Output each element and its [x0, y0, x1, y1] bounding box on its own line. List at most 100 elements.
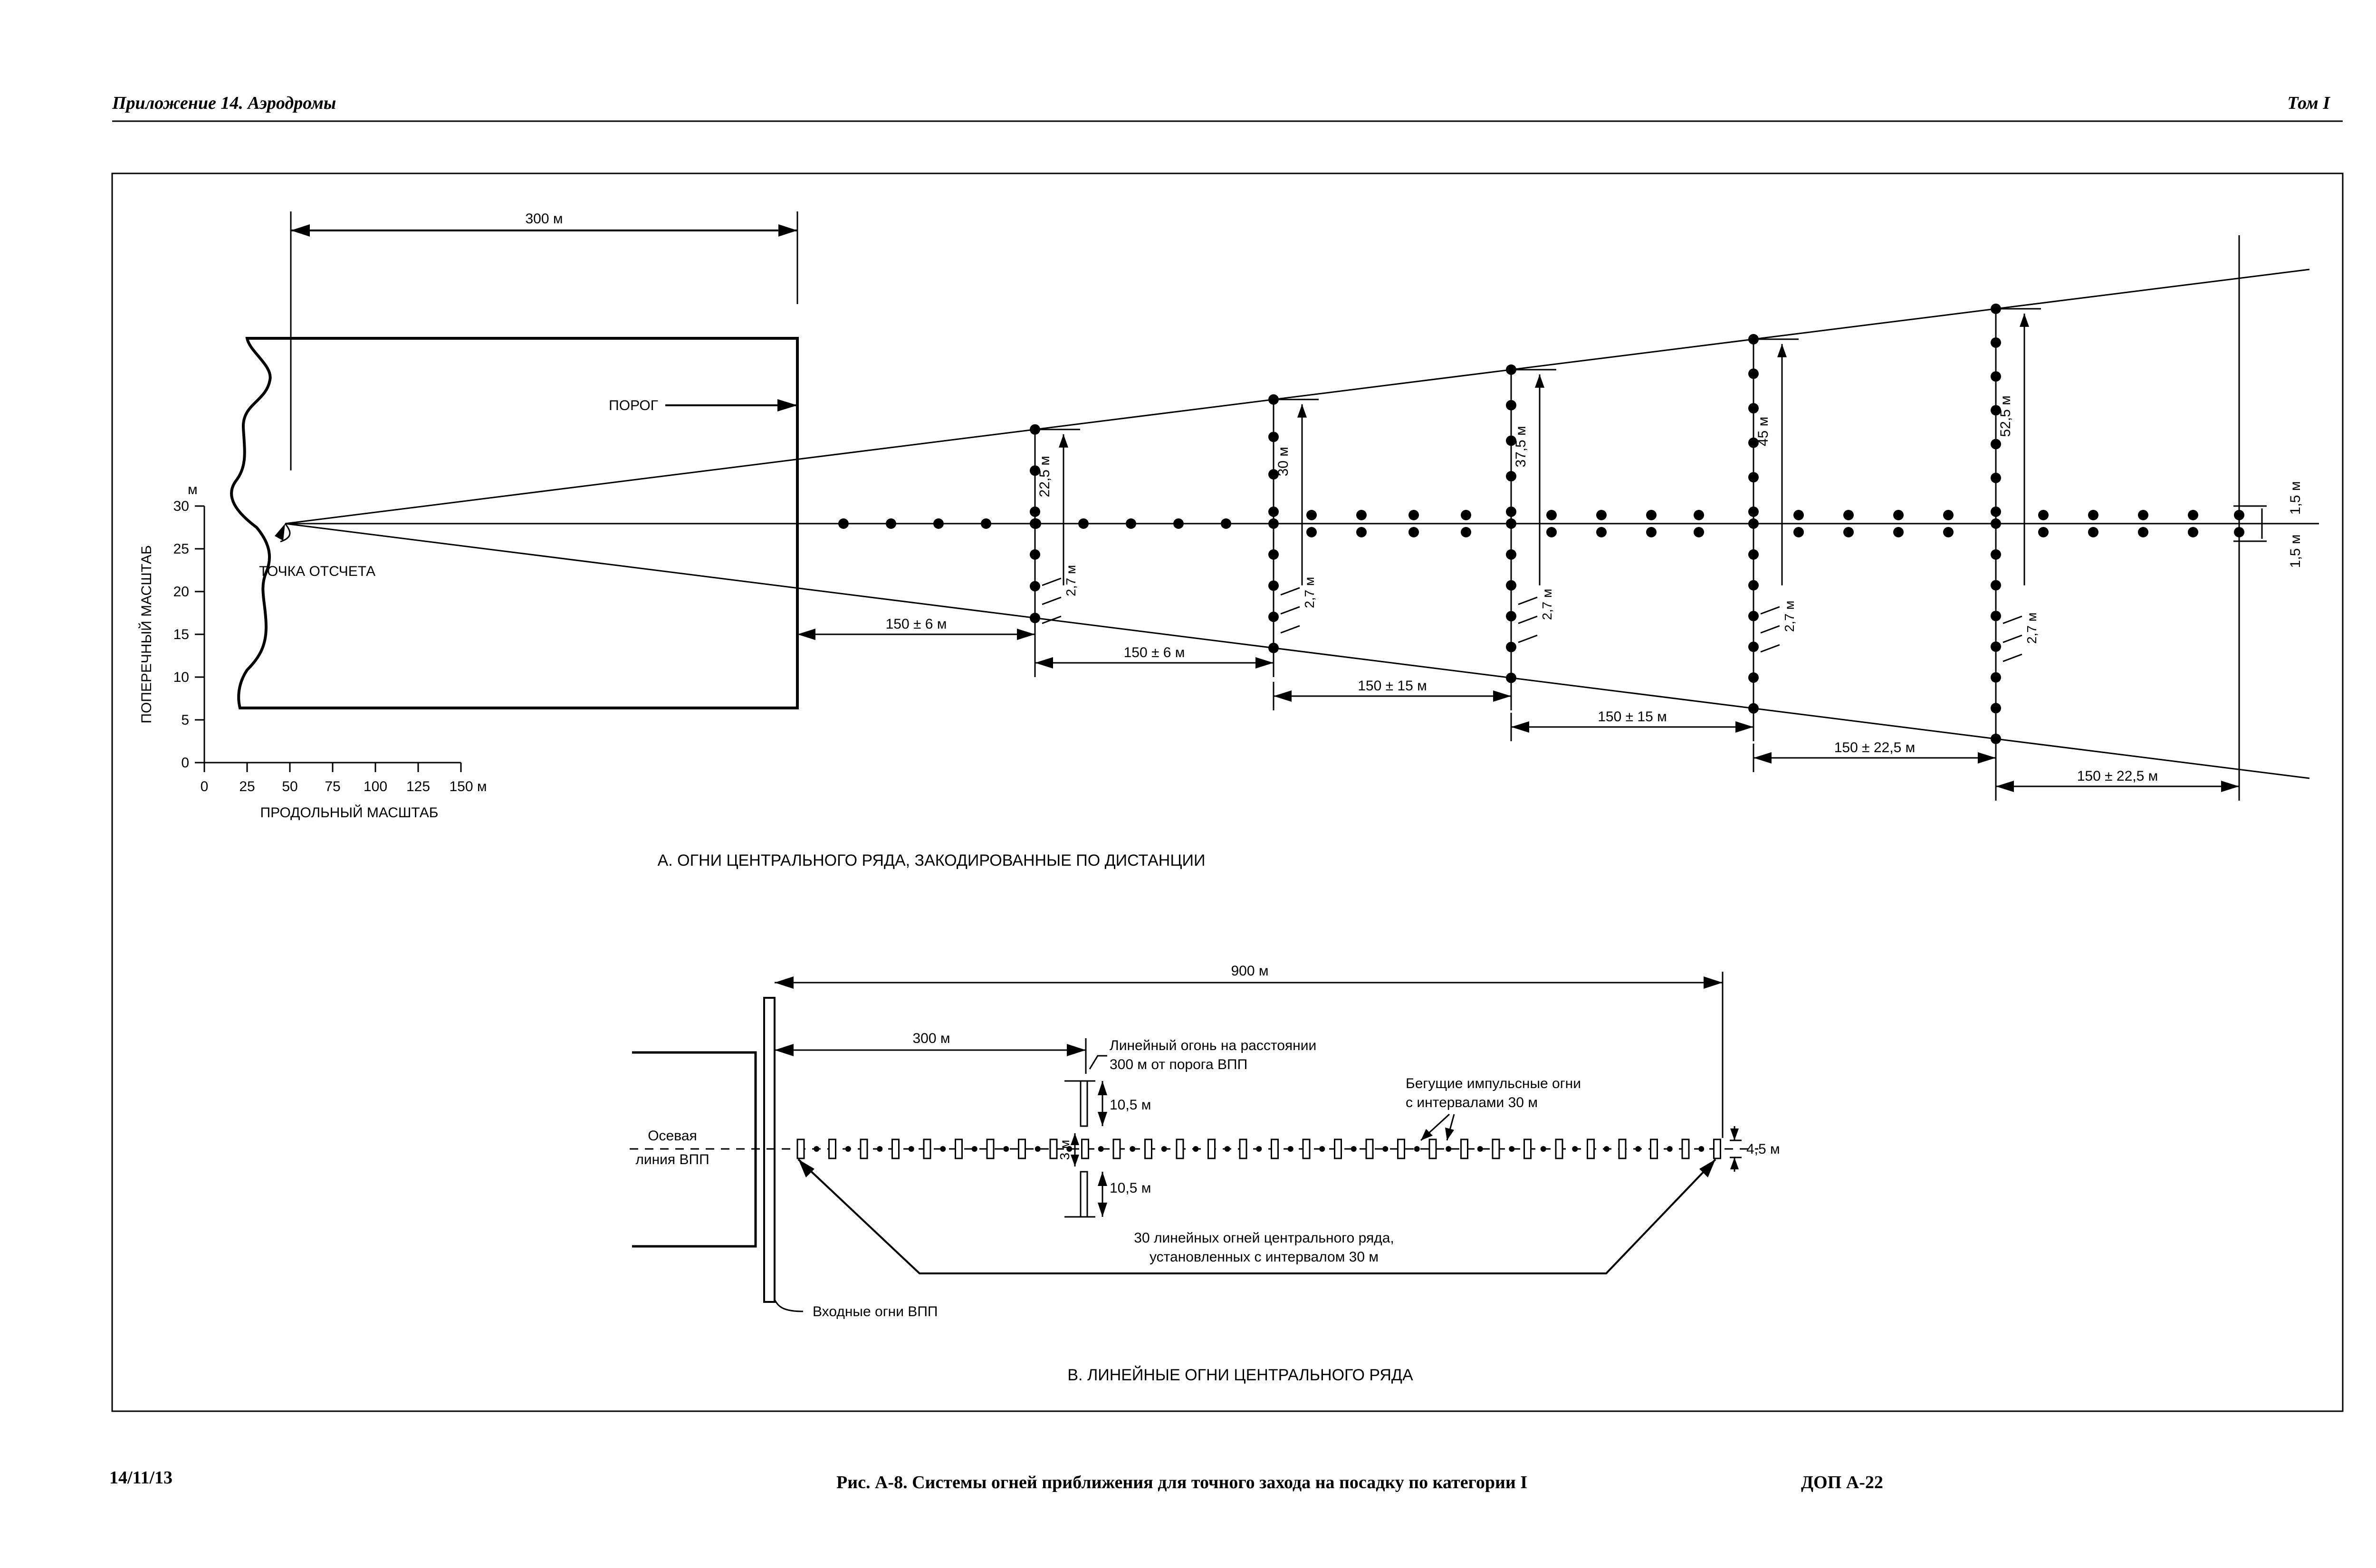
footer-page: ДОП A-22: [1801, 1472, 1883, 1492]
barrette-light: [1428, 1138, 1437, 1159]
approach-light: [1893, 510, 1904, 520]
approach-light: [1596, 510, 1607, 520]
barrette-light: [1049, 1138, 1058, 1159]
approach-light: [1546, 527, 1557, 537]
barrettes-note-line2: установленных с интервалом 30 м: [1150, 1249, 1379, 1265]
approach-light: [1356, 510, 1367, 520]
approach-light: [1221, 518, 1231, 529]
x-tick: 100: [364, 779, 387, 794]
x-tick: 50: [282, 779, 297, 794]
approach-light: [2188, 510, 2198, 520]
spacing-label: 150 ± 22,5 м: [1834, 740, 1916, 755]
flashing-light: [1287, 1146, 1293, 1152]
approach-light: [2088, 510, 2098, 520]
flashing-light: [1003, 1146, 1009, 1152]
flashing-light: [1224, 1146, 1230, 1152]
approach-light: [1546, 510, 1557, 520]
x-axis-title: ПРОДОЛЬНЫЙ МАСШТАБ: [260, 804, 439, 821]
approach-light: [1506, 549, 1516, 560]
approach-light: [1748, 507, 1759, 517]
approach-light: [1506, 518, 1516, 529]
y-tick: 25: [173, 541, 189, 557]
spacing-label: 150 ± 6 м: [886, 616, 947, 632]
approach-light: [1646, 527, 1657, 537]
approach-light: [1991, 672, 2001, 683]
bar-spacing-label: 2,7 м: [1063, 565, 1078, 596]
barrette-light: [1460, 1138, 1468, 1159]
barrette-light: [1681, 1138, 1690, 1159]
approach-light: [1126, 518, 1136, 529]
end-offset-top: 1,5 м: [2288, 481, 2303, 515]
bar-spacing-label: 2,7 м: [2024, 612, 2039, 644]
approach-light: [1843, 527, 1854, 537]
flashing-light: [908, 1146, 914, 1152]
approach-light: [1748, 703, 1759, 714]
part-a-lights: [838, 303, 2244, 744]
approach-light: [1991, 641, 2001, 652]
approach-light: [1268, 518, 1279, 529]
barrette-light: [1713, 1138, 1721, 1159]
y-tick: 30: [173, 498, 189, 514]
approach-light: [1506, 641, 1516, 652]
approach-light: [2138, 510, 2148, 520]
flashing-light: [1066, 1146, 1073, 1152]
y-unit: м: [188, 482, 198, 497]
flashing-light: [940, 1146, 946, 1152]
approach-light: [1408, 510, 1419, 520]
approach-light: [1268, 612, 1279, 622]
approach-light: [1506, 611, 1516, 621]
bar-spacing-label: 2,7 м: [1782, 601, 1797, 632]
barrette-light: [1365, 1138, 1374, 1159]
approach-light: [2138, 527, 2148, 537]
x-tick: 75: [325, 779, 340, 794]
approach-light: [1793, 527, 1804, 537]
x-tick: 125: [406, 779, 430, 794]
spacing-leader: [1042, 596, 1062, 605]
approach-light: [1748, 472, 1759, 483]
barrette-light: [828, 1138, 836, 1159]
barrette-light: [1334, 1138, 1342, 1159]
part-a-caption: A. ОГНИ ЦЕНТРАЛЬНОГО РЯДА, ЗАКОДИРОВАННЫ…: [658, 851, 1206, 870]
approach-light: [1268, 549, 1279, 560]
approach-light: [1991, 303, 2001, 314]
barrette-light: [1555, 1138, 1563, 1159]
barrette-light: [1207, 1138, 1216, 1159]
approach-light: [1991, 580, 2001, 591]
barrette-light: [796, 1138, 805, 1159]
approach-light: [1356, 527, 1367, 537]
flashing-light: [1161, 1146, 1167, 1152]
barrette-light: [891, 1138, 900, 1159]
bar-length-label: 22,5 м: [1037, 456, 1053, 497]
bar-spacing-label: 2,7 м: [1540, 589, 1554, 620]
barrette-light: [1144, 1138, 1152, 1159]
flashing-light: [1572, 1146, 1578, 1152]
dim-300-b-label: 300 м: [912, 1031, 950, 1046]
flashing-light: [1603, 1146, 1610, 1152]
bar-spacing-label: 2,7 м: [1302, 577, 1317, 608]
approach-light: [1030, 612, 1040, 623]
flashing-light: [877, 1146, 883, 1152]
spacing-leader: [1042, 615, 1062, 624]
flashing-light: [845, 1146, 851, 1152]
flashing-light: [1698, 1146, 1705, 1152]
barrettes-note-line1: 30 линейных огней центрального ряда,: [1134, 1230, 1394, 1246]
approach-light: [2088, 527, 2098, 537]
barrette-light: [1176, 1138, 1184, 1159]
barrette-light: [1523, 1138, 1532, 1159]
approach-light: [1748, 403, 1759, 414]
approach-light: [1030, 465, 1040, 476]
barrette-light: [923, 1138, 931, 1159]
bar-length-label: 52,5 м: [1998, 395, 2013, 437]
bar-length-label: 45 м: [1755, 417, 1771, 446]
dim-300-label: 300 м: [525, 211, 563, 227]
spacing-leader: [1760, 644, 1780, 653]
approach-light: [838, 518, 849, 529]
barrette-light: [1618, 1138, 1627, 1159]
flashing-light: [1446, 1146, 1452, 1152]
approach-light: [1893, 527, 1904, 537]
spacing-leader: [1760, 606, 1780, 615]
approach-light: [933, 518, 944, 529]
spacing-leader: [1280, 606, 1300, 615]
approach-light: [1694, 527, 1704, 537]
